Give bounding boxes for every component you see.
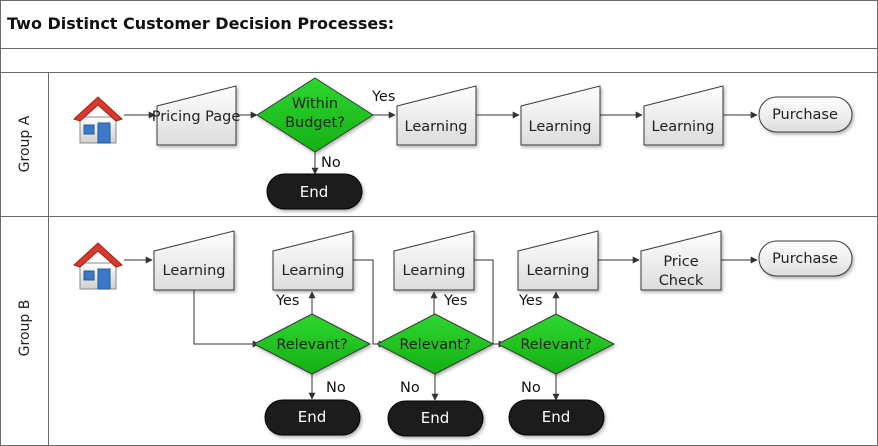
svg-text:Learning: Learning xyxy=(405,119,468,135)
edge-label-no: No xyxy=(326,380,346,396)
house-icon xyxy=(73,242,123,290)
node-learning-b0: Learning xyxy=(153,230,235,291)
svg-text:Purchase: Purchase xyxy=(772,107,838,123)
edge-label-no: No xyxy=(400,380,420,396)
edge-label-yes: Yes xyxy=(443,293,467,309)
decision-relevant-2: Relevant? xyxy=(375,313,495,375)
node-price-check: Price Check xyxy=(640,230,722,291)
svg-text:Check: Check xyxy=(659,273,704,289)
svg-text:Within: Within xyxy=(292,96,338,112)
svg-text:Relevant?: Relevant? xyxy=(520,337,591,353)
lane-label-group-b: Group B xyxy=(17,300,33,357)
diagram-title: Two Distinct Customer Decision Processes… xyxy=(7,14,394,33)
edge-label-yes: Yes xyxy=(275,293,299,309)
node-end-a: End xyxy=(266,173,363,210)
house-icon xyxy=(73,96,123,144)
lane-label-group-a: Group A xyxy=(17,115,33,172)
node-learning-b1: Learning xyxy=(272,230,354,291)
svg-text:End: End xyxy=(421,409,450,427)
edge-label-yes: Yes xyxy=(518,293,542,309)
node-end-b1: End xyxy=(264,399,361,436)
node-end-b3: End xyxy=(508,399,605,436)
group-b-flow: Learning Relevant? Yes No Learning End R… xyxy=(73,230,853,437)
node-purchase-b: Purchase xyxy=(758,240,853,277)
node-learning-a2: Learning xyxy=(520,85,601,146)
svg-text:End: End xyxy=(298,408,327,426)
group-a-flow: Pricing Page Within Budget? Yes No End L… xyxy=(73,77,853,210)
node-end-b2: End xyxy=(387,400,484,437)
svg-text:Learning: Learning xyxy=(652,119,715,135)
node-learning-a3: Learning xyxy=(643,85,724,146)
svg-text:Learning: Learning xyxy=(282,263,345,279)
edge-label-no: No xyxy=(321,155,341,171)
node-learning-b2: Learning xyxy=(393,230,475,291)
svg-text:Relevant?: Relevant? xyxy=(276,337,347,353)
svg-text:Learning: Learning xyxy=(163,263,226,279)
svg-text:Purchase: Purchase xyxy=(772,251,838,267)
edge-label-no: No xyxy=(521,380,541,396)
pricing-page-label: Pricing Page xyxy=(152,109,241,125)
svg-text:End: End xyxy=(300,183,329,201)
node-purchase-a: Purchase xyxy=(758,96,853,133)
node-pricing-page: Pricing Page xyxy=(152,85,241,146)
svg-text:End: End xyxy=(542,408,571,426)
decision-within-budget: Within Budget? xyxy=(256,77,374,153)
svg-text:Learning: Learning xyxy=(403,263,466,279)
svg-text:Learning: Learning xyxy=(527,263,590,279)
edge-label-yes: Yes xyxy=(371,89,395,105)
svg-text:Learning: Learning xyxy=(529,119,592,135)
node-learning-a1: Learning xyxy=(396,85,477,146)
svg-text:Pricing Page: Pricing Page xyxy=(152,109,241,125)
node-learning-b3: Learning xyxy=(517,230,599,291)
decision-relevant-1: Relevant? xyxy=(252,313,372,375)
svg-text:Budget?: Budget? xyxy=(285,115,345,131)
svg-text:Price: Price xyxy=(663,254,698,270)
decision-relevant-3: Relevant? xyxy=(496,313,616,375)
svg-text:Relevant?: Relevant? xyxy=(399,337,470,353)
